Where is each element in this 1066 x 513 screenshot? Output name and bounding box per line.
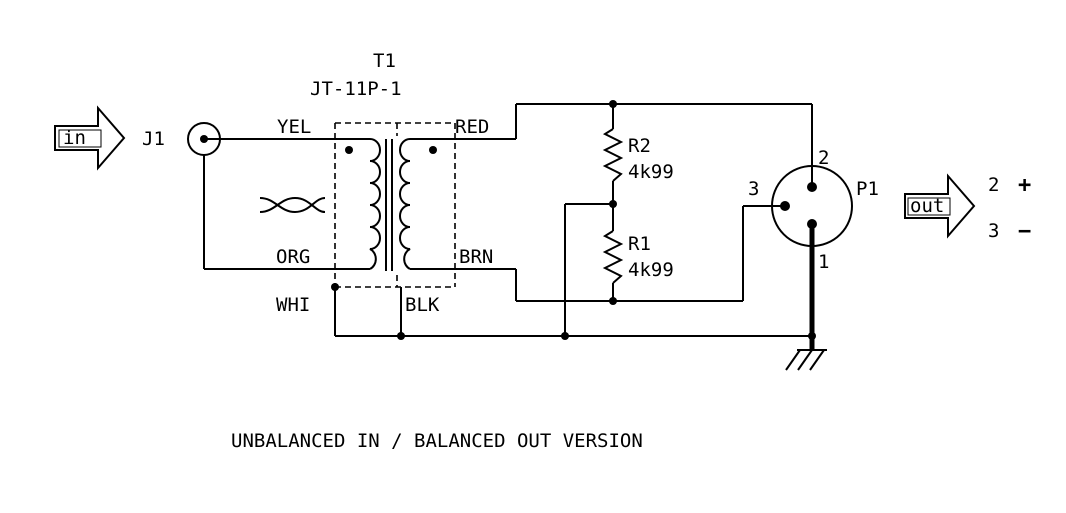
resistor-r1-value: 4k99 [628, 259, 674, 281]
wire-label-whi: WHI [276, 294, 310, 316]
jack-ref-label: J1 [142, 128, 165, 150]
transformer-core [385, 139, 393, 271]
output-pin-plus-number: 2 [988, 174, 999, 196]
resistor-r2-value: 4k99 [628, 161, 674, 183]
wire-label-brn: BRN [459, 246, 493, 268]
resistor-r1-ref: R1 [628, 233, 651, 255]
wire-label-org: ORG [276, 246, 310, 268]
wire-label-yel: YEL [277, 116, 311, 138]
output-arrow-label: out [910, 195, 944, 217]
wire-label-blk: BLK [405, 294, 440, 316]
xlr-pin2-label: 2 [818, 147, 829, 169]
resistor-r2-ref: R2 [628, 135, 651, 157]
output-plus-sign: + [1018, 173, 1031, 198]
ground-icon [785, 349, 827, 371]
output-arrow-icon [904, 173, 976, 239]
input-arrow-icon [54, 105, 126, 171]
xlr-connector-icon [771, 165, 853, 350]
transformer-ref-label: T1 [373, 50, 396, 72]
output-wires [334, 103, 813, 337]
resistor-r1 [602, 230, 624, 284]
transformer-part-label: JT-11P-1 [310, 78, 402, 100]
twisted-pair-icon [259, 196, 326, 214]
input-wires [203, 138, 350, 270]
input-arrow-label: in [63, 127, 86, 149]
connector-ref-label: P1 [856, 178, 879, 200]
resistor-r2 [602, 128, 624, 182]
xlr-pin3-label: 3 [748, 178, 759, 200]
secondary-coil [399, 138, 440, 270]
diagram-caption: UNBALANCED IN / BALANCED OUT VERSION [231, 430, 643, 452]
transformer-shield [334, 122, 456, 288]
output-minus-sign: − [1018, 219, 1031, 244]
xlr-pin1-label: 1 [818, 251, 829, 273]
output-pin-minus-number: 3 [988, 220, 999, 242]
junction-dots [331, 100, 816, 340]
primary-coil [345, 138, 381, 270]
wire-label-red: RED [455, 116, 489, 138]
